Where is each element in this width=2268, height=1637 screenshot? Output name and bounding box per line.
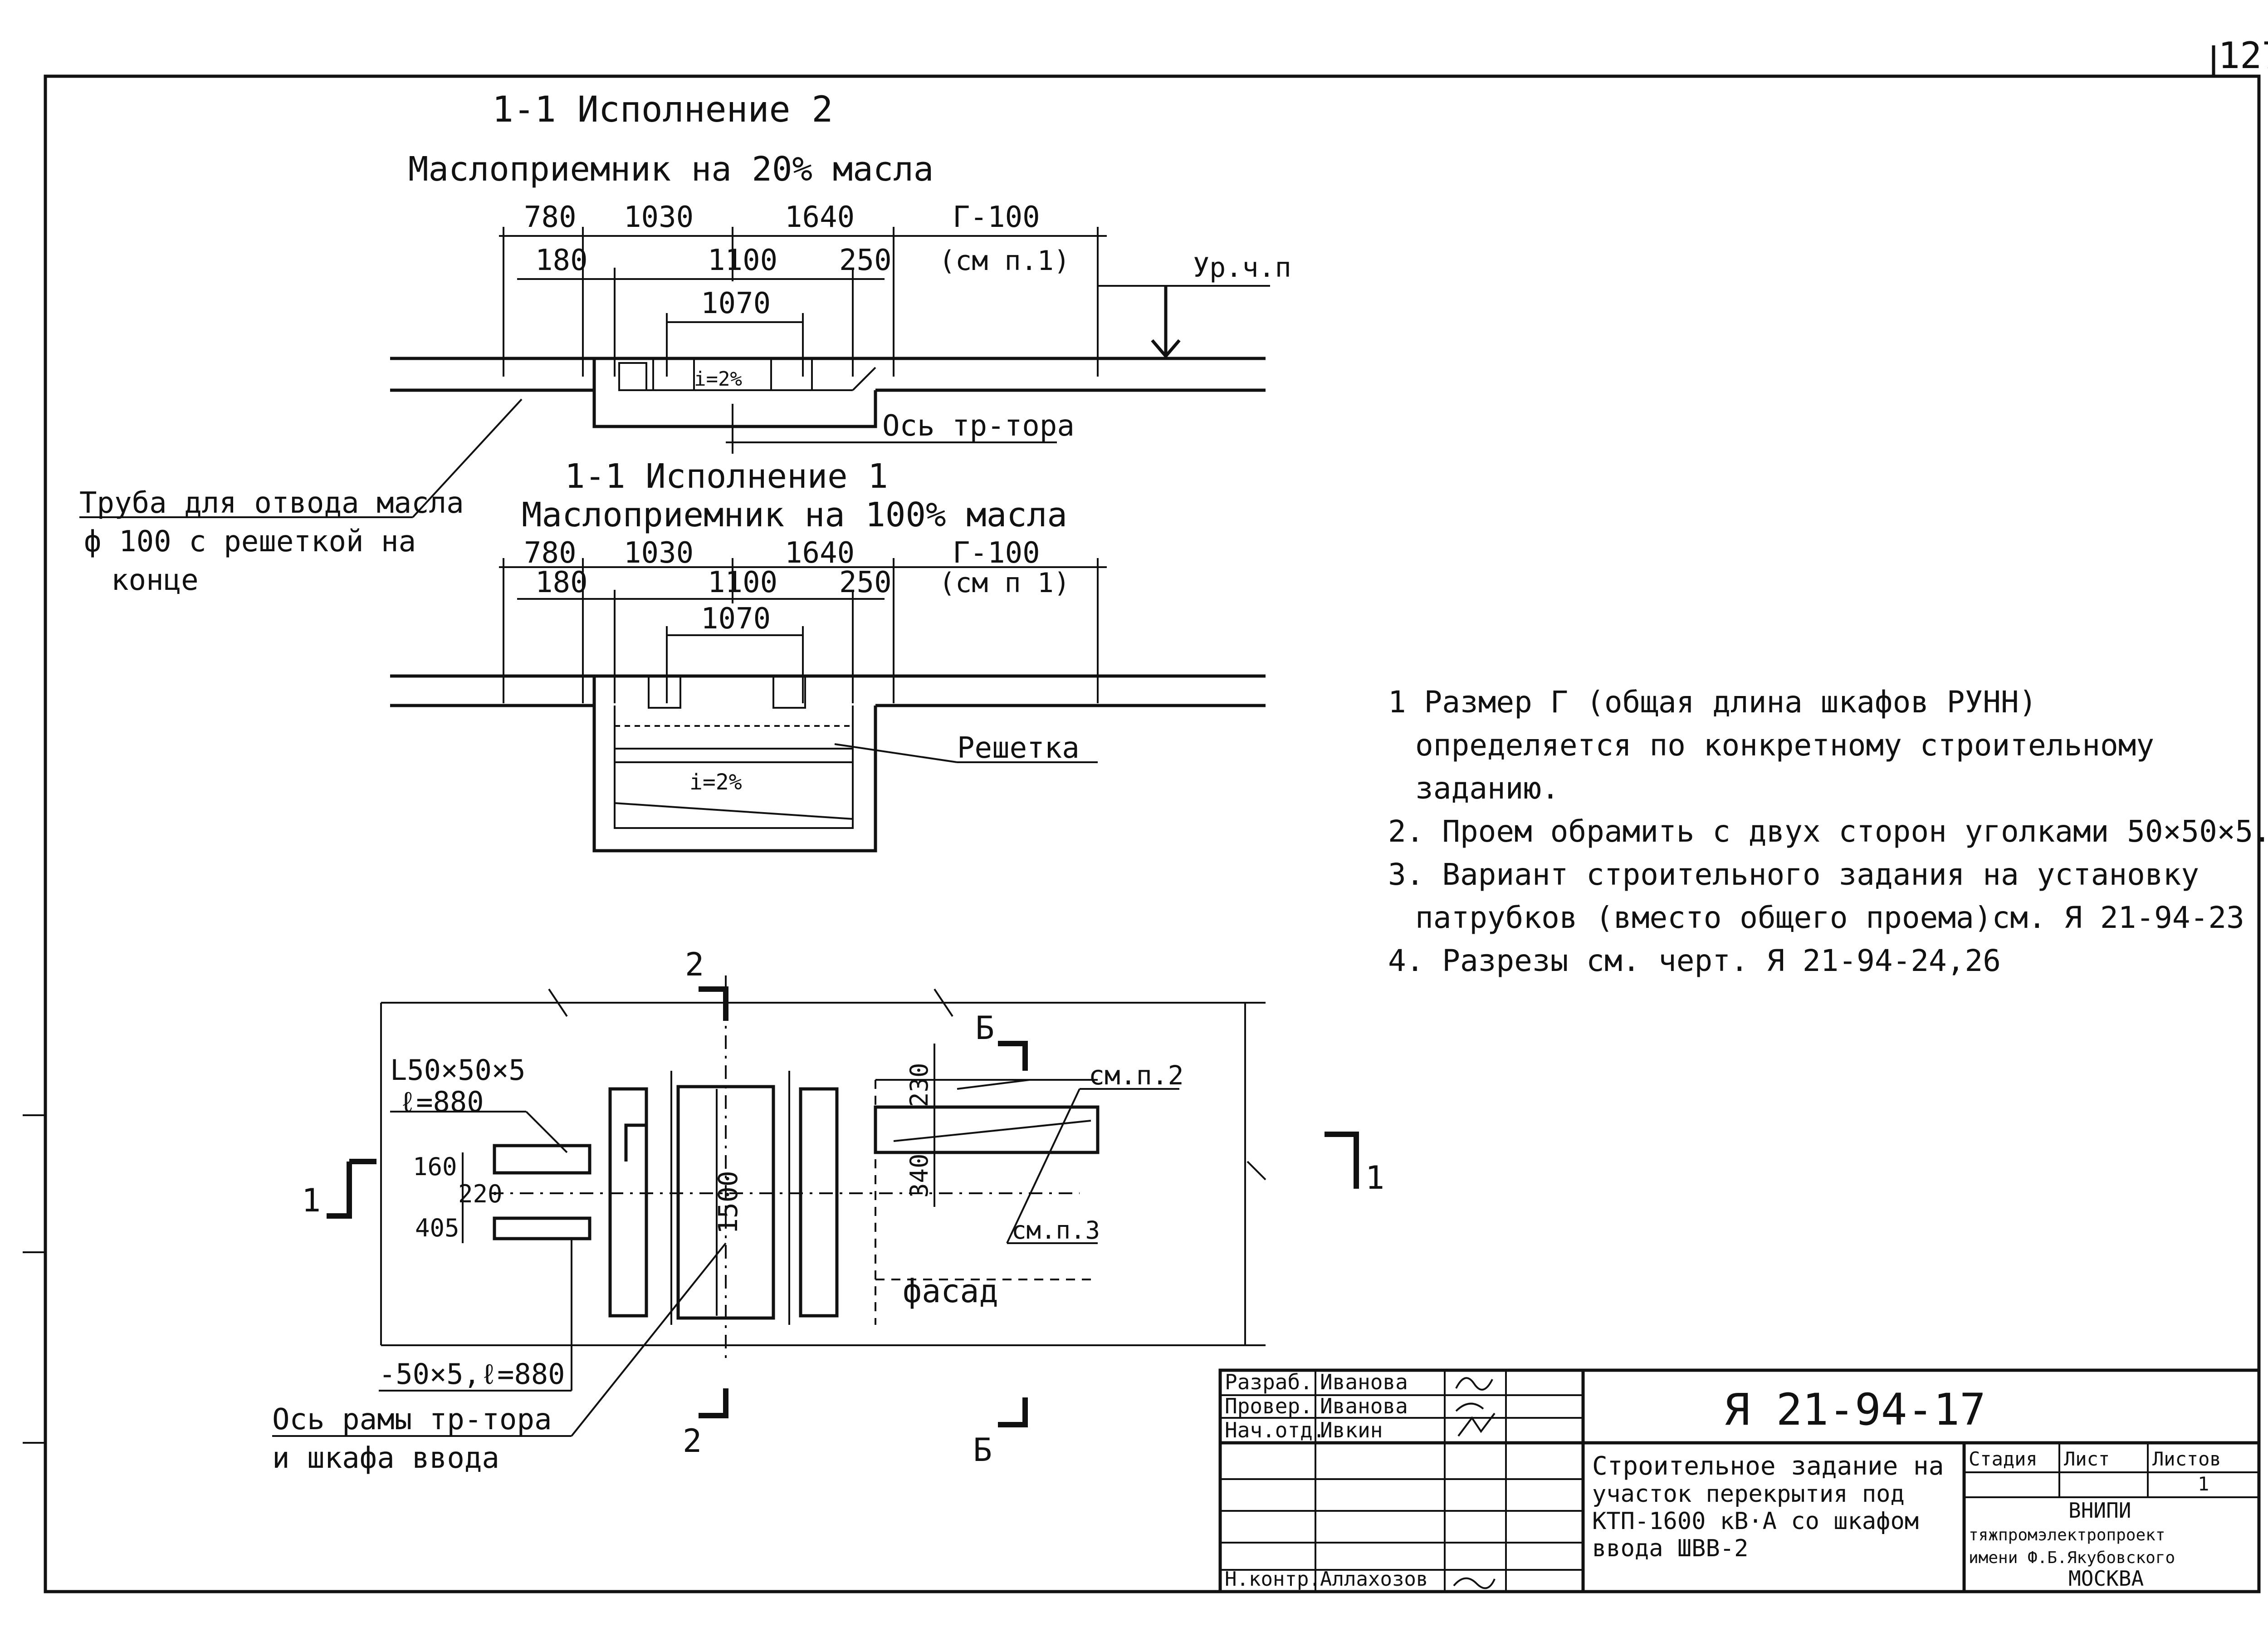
dim-a-4: Г-100 <box>953 201 1040 234</box>
note-line-4: 2. Проем обрамить с двух сторон уголками… <box>1388 814 2268 849</box>
role-3: Нач.отд. <box>1225 1418 1325 1442</box>
drawing-code: Я 21-94-17 <box>1724 1384 1986 1435</box>
description-line-4: ввода ШВВ-2 <box>1592 1535 1748 1562</box>
note-line-7: 4. Разрезы см. черт. Я 21-94-24,26 <box>1388 943 2001 978</box>
section-b-subtitle: Маслоприемник на 100% масла <box>522 495 1067 534</box>
plan-dim-right-2: 340 <box>905 1153 934 1198</box>
dim-a-3: 1640 <box>785 201 855 234</box>
sheets-value: 1 <box>2198 1473 2209 1495</box>
plan-dim-left-1: 160 <box>413 1152 457 1181</box>
plan-dim-left-2: 220 <box>458 1180 503 1208</box>
dim-b-inner: 1070 <box>701 602 771 636</box>
section-a: 1-1 Исполнение 2 Маслоприемник на 20% ма… <box>390 89 1291 454</box>
dim-a-6: 1100 <box>708 244 777 277</box>
role-1: Разраб. <box>1225 1370 1313 1394</box>
slope-a: i=2% <box>694 368 742 391</box>
sheet-number: 127 <box>2218 34 2268 77</box>
sheets-label: Листов <box>2152 1448 2221 1470</box>
ref-label-1: см.п.2 <box>1089 1060 1184 1091</box>
stage-label: Стадия <box>1969 1448 2038 1470</box>
plan-dim-right-1: 230 <box>905 1063 934 1107</box>
role-2: Провер. <box>1225 1394 1313 1418</box>
ref-label-2: см.п.3 <box>1012 1216 1100 1245</box>
name-4: Аллахозов <box>1320 1568 1428 1591</box>
axis-label-plan-1: Ось рамы тр-тора <box>272 1403 552 1436</box>
dim-b-5: 180 <box>535 566 588 599</box>
dim-a-8: (см п.1) <box>939 245 1070 277</box>
strip-label: -50×5,ℓ=880 <box>379 1358 565 1391</box>
org-line-3: имени Ф.Б.Якубовского <box>1969 1549 2175 1567</box>
section-a-subtitle: Маслоприемник на 20% масла <box>408 150 934 189</box>
org-line-2: тяжпромэлектропроект <box>1969 1526 2165 1544</box>
note-line-6: патрубков (вместо общего проема)см. Я 21… <box>1415 900 2244 935</box>
axis-label-a: Ось тр-тора <box>882 409 1075 443</box>
description-line-2: участок перекрытия под <box>1592 1480 1905 1508</box>
angle-length: ℓ=880 <box>399 1085 484 1118</box>
plan-dim-center: 1500 <box>713 1171 743 1234</box>
name-1: Иванова <box>1320 1370 1408 1394</box>
dim-a-2: 1030 <box>624 201 694 234</box>
dim-a-7: 250 <box>839 244 892 277</box>
pipe-note-line1: Труба для отвода масла <box>79 486 464 520</box>
level-mark: Ур.ч.п <box>1193 252 1291 284</box>
role-4: Н.контр. <box>1225 1568 1321 1591</box>
note-line-3: заданию. <box>1415 771 1559 806</box>
plan-view: 160 220 405 L50×50×5 ℓ=880 -50×5,ℓ=880 1… <box>272 946 1384 1475</box>
dim-b-6: 1100 <box>708 566 777 599</box>
notes-block: 1 Размер Г (общая длина шкафов РУНН) опр… <box>1388 685 2268 978</box>
dim-a-1: 780 <box>524 201 577 234</box>
cut-marker-2-bottom: 2 <box>683 1422 702 1460</box>
cut-marker-b-bottom: Б <box>973 1431 992 1469</box>
pipe-note-line3: конце <box>111 564 199 597</box>
dim-b-8: (см п 1) <box>939 567 1070 599</box>
description-line-1: Строительное задание на <box>1592 1451 1944 1481</box>
dim-a-5: 180 <box>535 244 588 277</box>
grating-label: Решетка <box>957 731 1080 765</box>
note-line-5: 3. Вариант строительного задания на уста… <box>1388 857 2199 892</box>
dim-b-2: 1030 <box>624 536 694 570</box>
name-3: Ивкин <box>1320 1418 1383 1442</box>
sheet-label: Лист <box>2064 1448 2110 1470</box>
dim-b-3: 1640 <box>785 536 855 570</box>
sheet-frame <box>23 45 2261 1593</box>
name-2: Иванова <box>1320 1394 1408 1418</box>
cut-marker-1-left: 1 <box>302 1182 321 1219</box>
note-line-1: 1 Размер Г (общая длина шкафов РУНН) <box>1388 685 2037 720</box>
org-line-4: МОСКВА <box>2068 1566 2144 1591</box>
dim-b-4: Г-100 <box>953 536 1040 570</box>
slope-b: i=2% <box>689 769 742 795</box>
section-b-title: 1-1 Исполнение 1 <box>565 457 888 496</box>
pipe-note: Труба для отвода масла ф 100 с решеткой … <box>79 398 523 597</box>
dim-b-1: 780 <box>524 536 577 570</box>
pipe-note-line2: ф 100 с решеткой на <box>84 525 416 559</box>
description-line-3: КТП-1600 кВ·А со шкафом <box>1592 1508 1919 1535</box>
axis-label-plan-2: и шкафа ввода <box>272 1441 499 1475</box>
signatures <box>1453 1377 1496 1589</box>
plan-dim-left-3: 405 <box>415 1214 459 1242</box>
cut-marker-1-right: 1 <box>1365 1159 1384 1196</box>
section-a-title: 1-1 Исполнение 2 <box>492 89 833 130</box>
section-b: 1-1 Исполнение 1 Маслоприемник на 100% м… <box>390 457 1266 853</box>
title-block: Разраб. Иванова Провер. Иванова Нач.отд.… <box>1218 1368 2261 1593</box>
facade-label: фасад <box>903 1273 998 1310</box>
note-line-2: определяется по конкретному строительном… <box>1415 728 2154 763</box>
cut-marker-b-top: Б <box>975 1010 994 1047</box>
angle-label: L50×50×5 <box>390 1054 526 1087</box>
dim-b-7: 250 <box>839 566 892 599</box>
dim-a-inner: 1070 <box>701 287 771 320</box>
org-line-1: ВНИПИ <box>2068 1498 2131 1523</box>
cut-marker-2-top: 2 <box>685 946 704 983</box>
